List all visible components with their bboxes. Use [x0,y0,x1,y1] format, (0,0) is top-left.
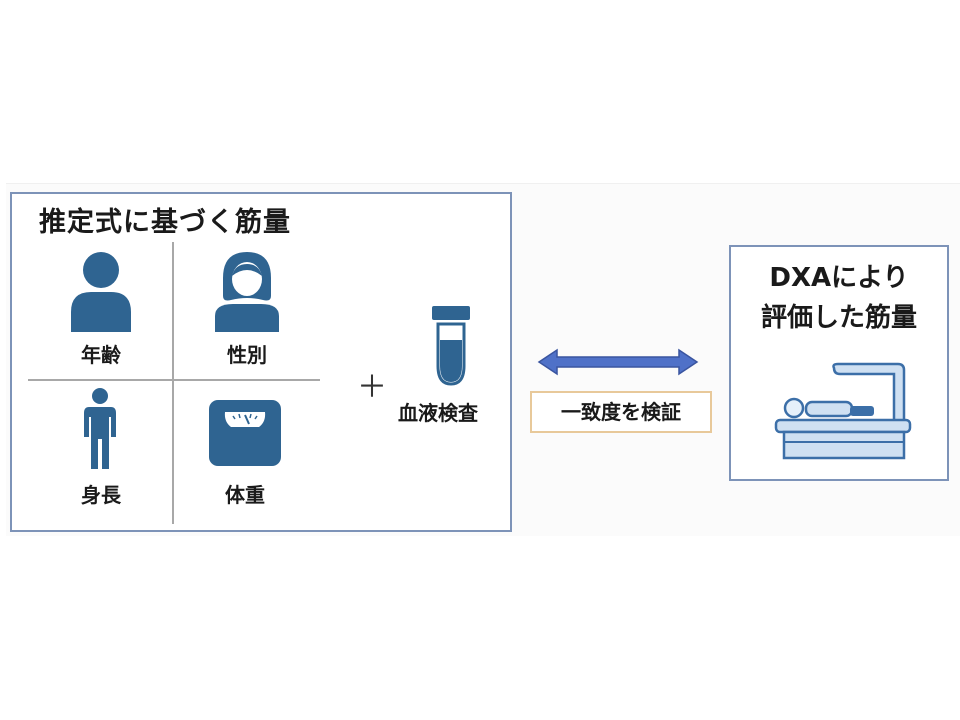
dxa-scanner-icon [774,362,912,460]
plus-sign: ＋ [357,370,387,405]
cell-label-age: 年齢 [81,343,121,367]
grid-horizontal-divider [28,379,320,381]
estimation-panel [10,192,512,532]
blood-test-label: 血液検査 [398,401,478,425]
scale-icon [209,400,281,466]
person-male-icon [71,252,131,332]
person-standing-icon [84,388,116,469]
double-arrow-icon [537,348,699,376]
cell-label-weight: 体重 [225,483,265,507]
dxa-title-line2: 評価した筋量 [760,303,917,333]
estimation-panel-title: 推定式に基づく筋量 [39,207,291,238]
test-tube-icon [432,306,470,386]
dxa-panel-title: DXAにより 評価した筋量 [729,258,949,338]
person-female-icon [215,252,279,332]
cell-label-sex: 性別 [227,343,267,367]
cell-label-height: 身長 [81,483,121,507]
dxa-title-line1: DXAにより [769,263,909,293]
grid-vertical-divider [172,242,174,524]
verify-agreement-box: 一致度を検証 [530,391,712,433]
